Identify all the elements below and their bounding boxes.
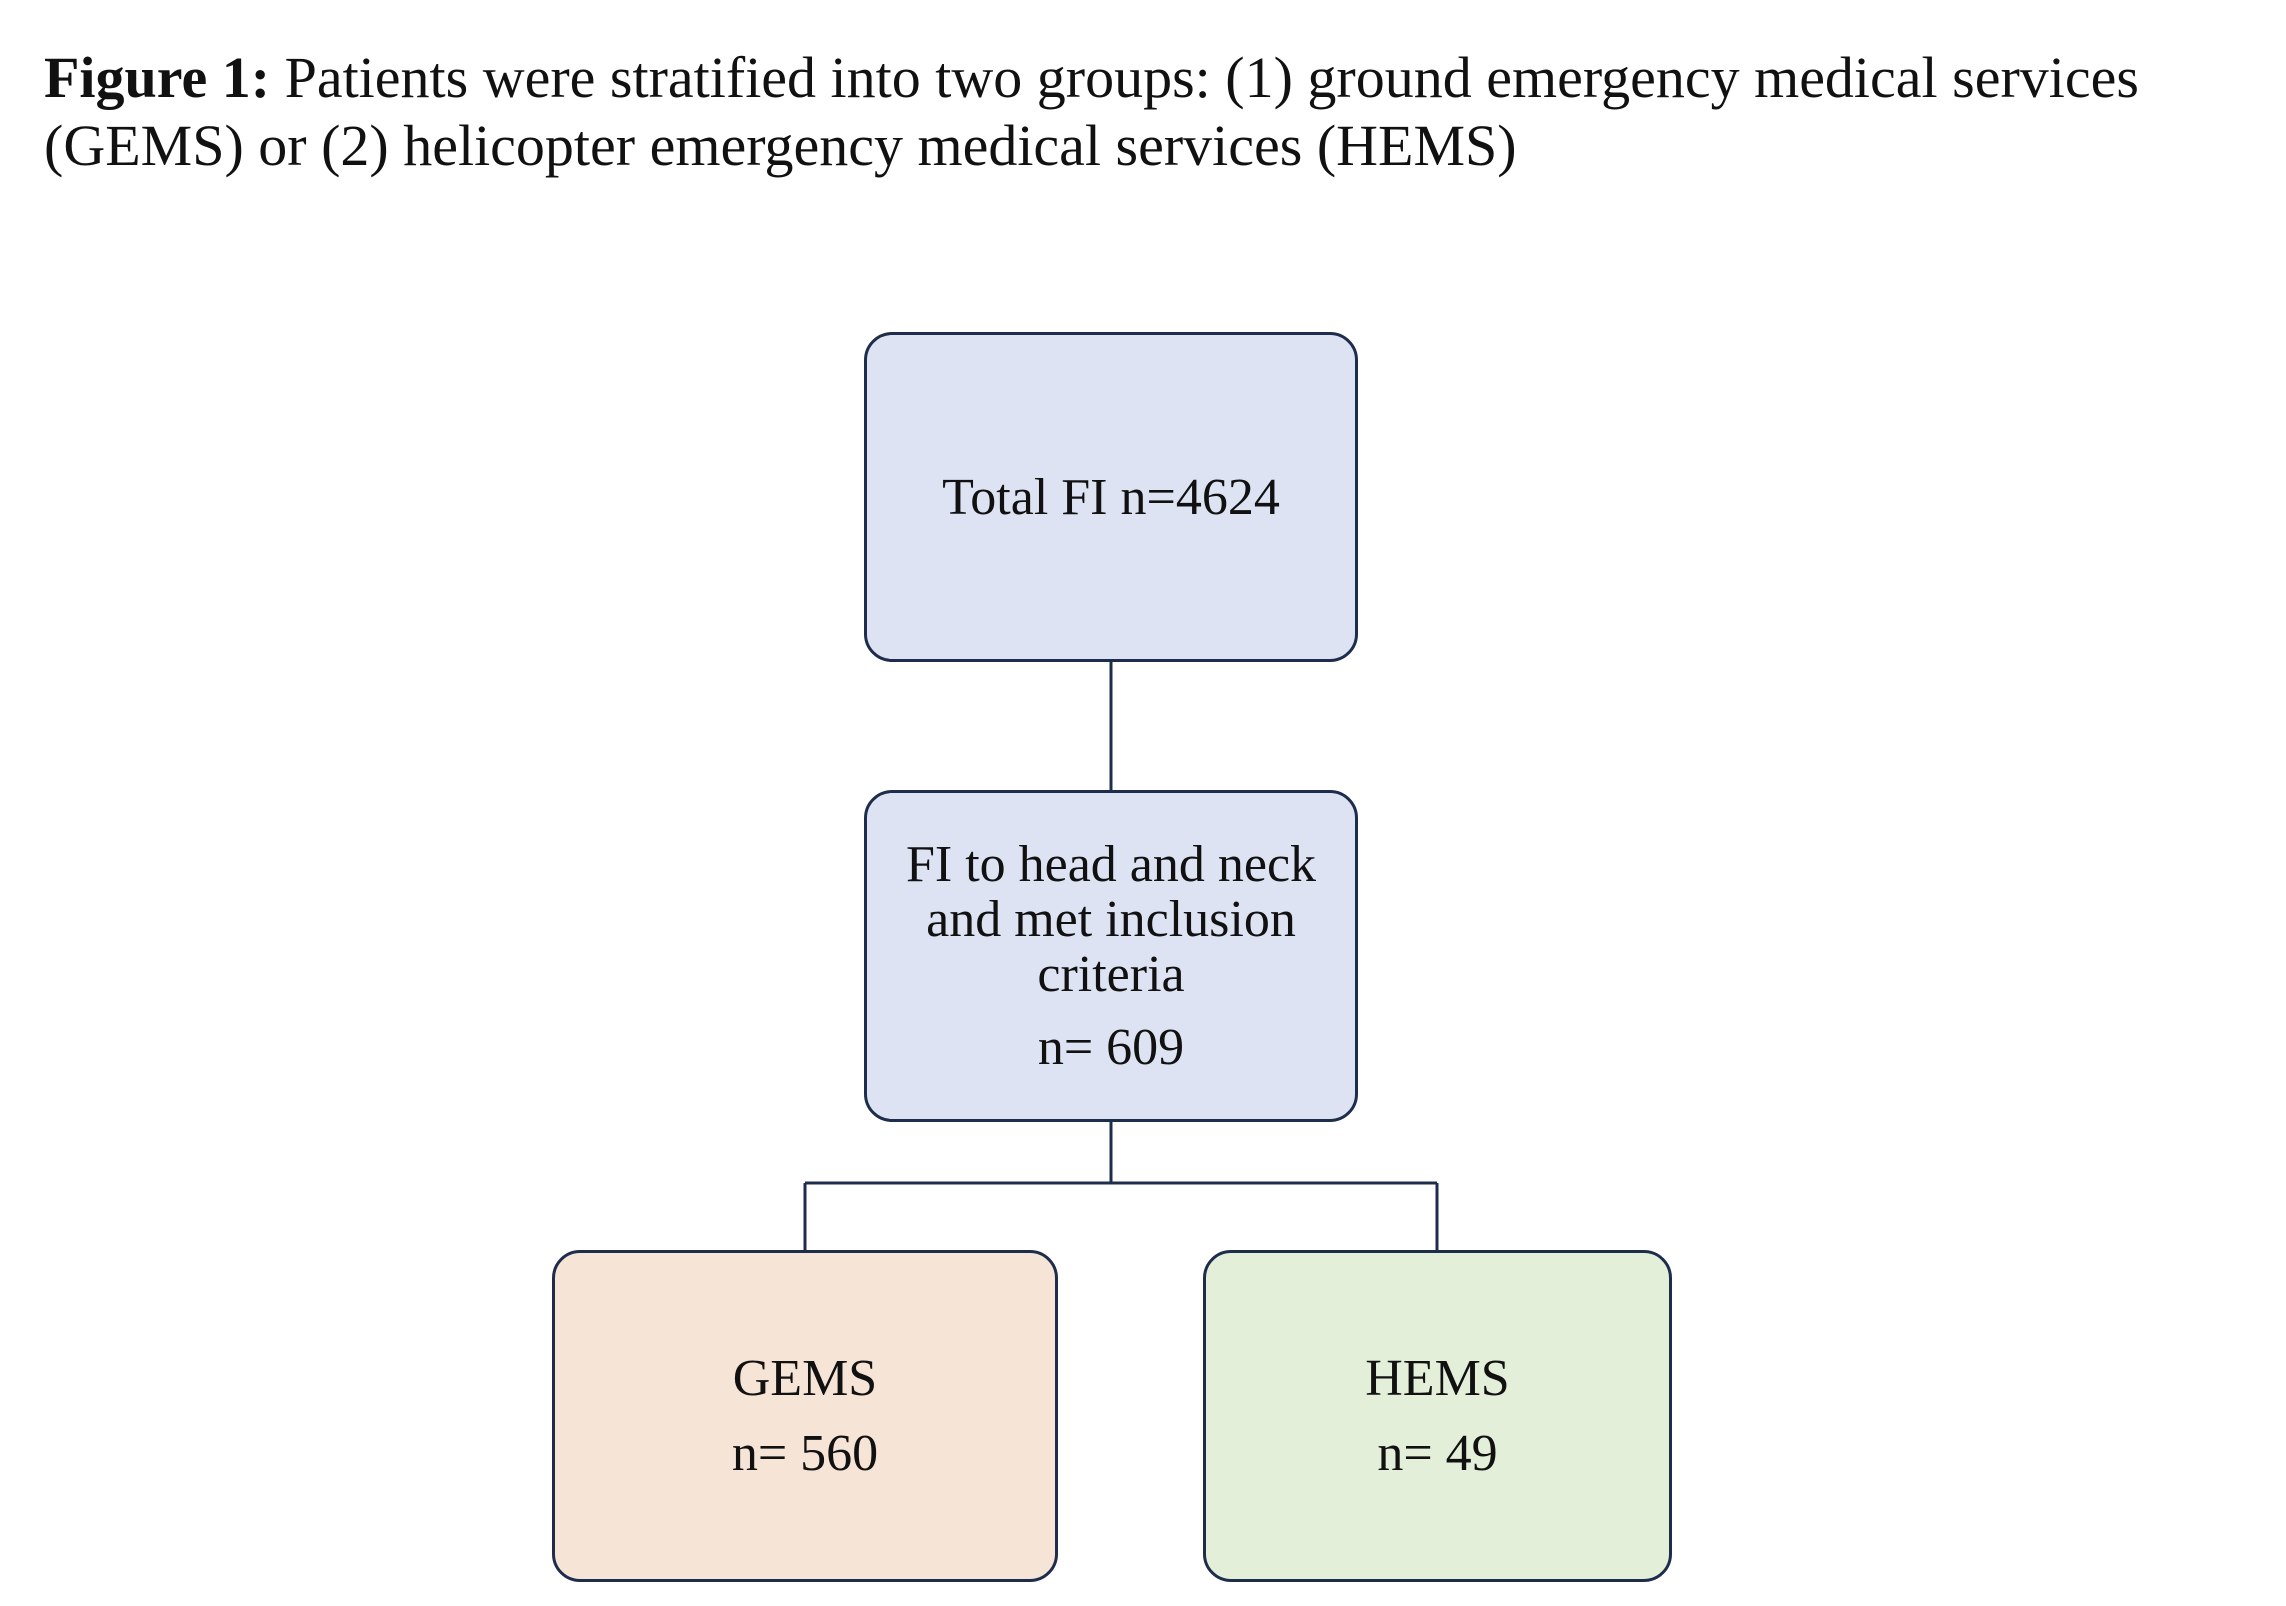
node-hems-count: n= 49 bbox=[1377, 1425, 1498, 1482]
node-total-fi-label: Total FI n=4624 bbox=[942, 468, 1280, 526]
figure-caption-text: Patients were stratified into two groups… bbox=[44, 45, 2139, 178]
node-included: FI to head and neck and met inclusion cr… bbox=[864, 790, 1358, 1122]
figure-caption: Figure 1: Patients were stratified into … bbox=[44, 44, 2244, 180]
node-included-label: FI to head and neck and met inclusion cr… bbox=[905, 836, 1317, 1003]
node-hems: HEMS n= 49 bbox=[1203, 1250, 1672, 1582]
node-gems-label: GEMS bbox=[732, 1350, 878, 1407]
figure-label: Figure 1: bbox=[44, 45, 271, 110]
node-gems-count: n= 560 bbox=[731, 1425, 879, 1482]
node-hems-label: HEMS bbox=[1365, 1350, 1510, 1407]
node-gems: GEMS n= 560 bbox=[552, 1250, 1058, 1582]
node-total-fi: Total FI n=4624 bbox=[864, 332, 1358, 662]
node-included-count: n= 609 bbox=[1037, 1019, 1185, 1076]
